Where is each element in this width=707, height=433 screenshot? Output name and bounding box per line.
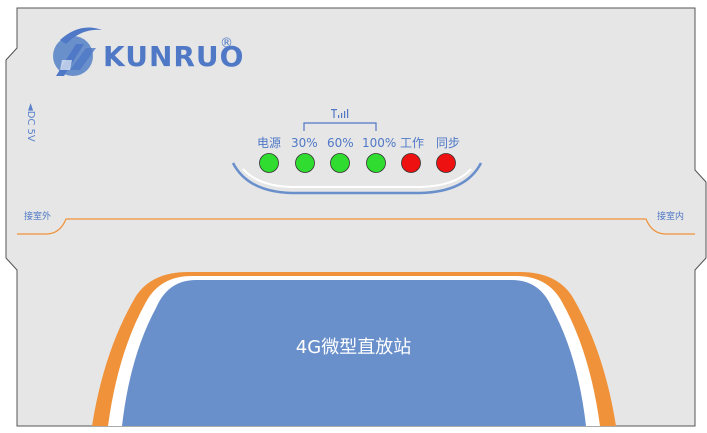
dc-power-port: ◄DC 5V <box>20 103 36 160</box>
led-30-indicator <box>295 153 315 173</box>
led-label-sync: 同步 <box>436 136 461 150</box>
indicator-leds <box>259 153 456 173</box>
registered-mark: ® <box>220 36 233 51</box>
led-label-100: 100% <box>362 136 397 150</box>
dc-power-label: ◄DC 5V <box>25 103 36 142</box>
led-power-indicator <box>259 153 279 173</box>
product-panel <box>122 280 586 426</box>
led-label-30: 30% <box>291 136 318 150</box>
indoor-port-label: 接室内 <box>657 212 685 222</box>
led-sync-indicator <box>436 153 456 173</box>
indicator-panel-arc <box>231 162 483 195</box>
product-name: 4G微型直放站 <box>295 337 412 358</box>
signal-bracket <box>303 122 377 131</box>
led-100-indicator <box>366 153 386 173</box>
signal-bars-icon <box>331 109 349 118</box>
led-label-power: 电源 <box>257 136 282 150</box>
cable-divider-line <box>17 218 695 235</box>
brand-name: KUNRUO <box>103 40 245 73</box>
led-60-indicator <box>330 153 350 173</box>
led-label-work: 工作 <box>400 136 425 150</box>
led-work-indicator <box>401 153 421 173</box>
outdoor-port-label: 接室外 <box>24 212 52 222</box>
led-label-60: 60% <box>327 136 354 150</box>
kunruo-logo-icon <box>53 27 102 76</box>
